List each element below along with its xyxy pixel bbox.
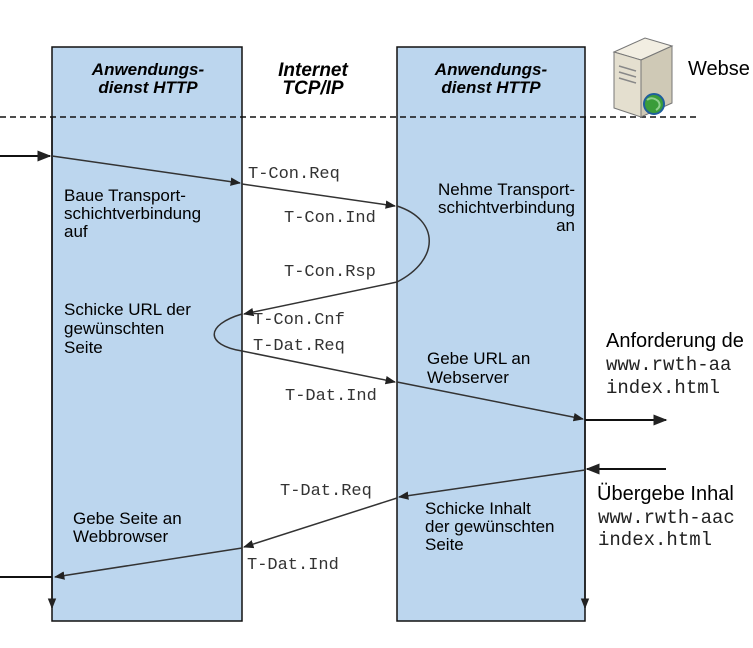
t-dat-ind-label-2: T-Dat.Ind: [247, 556, 339, 575]
right-column-title: Anwendungs-dienst HTTP: [434, 60, 548, 97]
left-column-title: Anwendungs-dienst HTTP: [91, 60, 205, 97]
t-con-ind-label: T-Con.Ind: [284, 209, 376, 228]
content-dat-req-arrow: [397, 469, 586, 500]
con-rsp-loop: [396, 205, 430, 283]
right-http-column: [396, 46, 586, 622]
server-icon: [612, 37, 674, 118]
t-dat-ind-label-1: T-Dat.Ind: [285, 387, 377, 406]
server-label: Webse: [688, 58, 750, 80]
dat-req-loop: [213, 313, 243, 352]
t-con-req-label: T-Con.Req: [248, 165, 340, 184]
t-dat-req-label-1: T-Dat.Req: [253, 337, 345, 356]
t-con-cnf-label: T-Con.Cnf: [253, 311, 345, 330]
dat-ind-to-server-arrow: [396, 381, 585, 422]
to-browser-arrow: [53, 547, 243, 580]
t-dat-req-label-2: T-Dat.Req: [280, 482, 372, 501]
con-req-arrow: [241, 183, 397, 209]
con-cnf-arrow: [242, 281, 398, 317]
left-http-column: [51, 46, 243, 622]
con-req-local-arrow: [51, 155, 242, 186]
dat-req-arrow: [241, 350, 397, 385]
request-title: Anforderung de: [606, 330, 744, 352]
content-dat-ind-arrow: [243, 497, 398, 549]
deliver-title: Übergebe Inhal: [597, 483, 734, 505]
t-con-rsp-label: T-Con.Rsp: [284, 263, 376, 282]
